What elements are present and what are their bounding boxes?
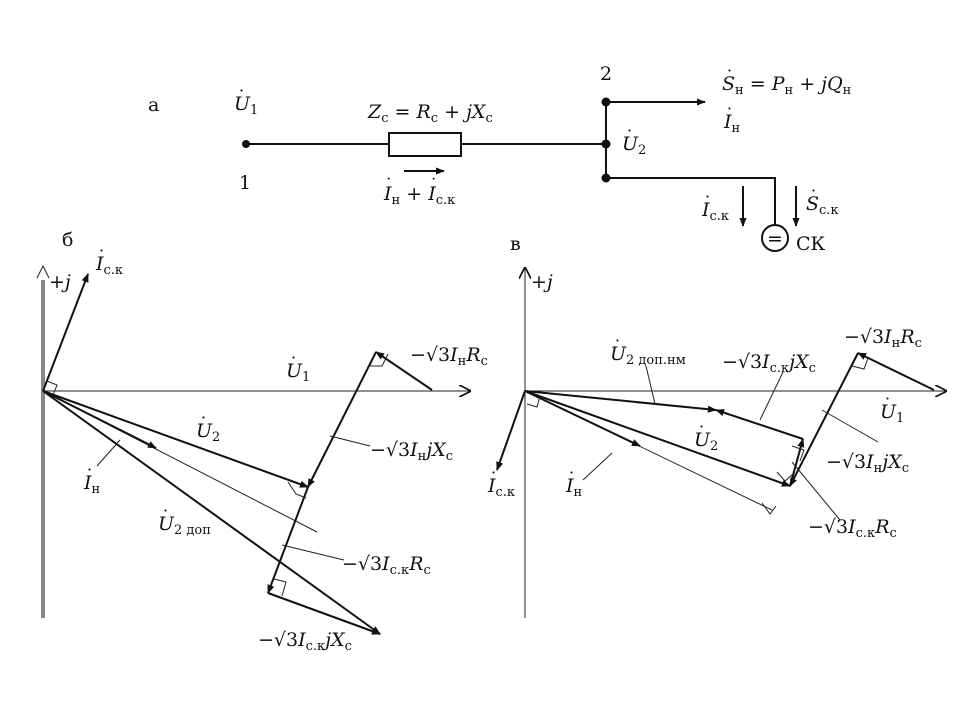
drop-x-load-v <box>789 352 859 487</box>
line-current-dot-a: · <box>386 171 391 188</box>
u2-label-v: ·U2 <box>694 417 718 454</box>
right-angle-top-v <box>851 357 869 370</box>
panel-label-v: в <box>510 233 521 255</box>
phasor-diagram-b: б +j ·Iс.к ·U1 −√3IнRс <box>36 229 488 654</box>
circuit-schematic: а = СК ·U1 1 Zс = Rс + jXс Iн + Iс.к <box>148 61 851 255</box>
leader-term-xc-v <box>759 371 784 421</box>
leader-term2-b <box>329 435 371 447</box>
right-angle-bottom-v <box>761 502 777 515</box>
right-angle-origin-v <box>526 395 541 408</box>
load-current-arrowhead-v <box>524 390 641 447</box>
u2-phasor-b <box>42 390 309 488</box>
compensator-symbol: = <box>767 228 783 250</box>
node2-number: 2 <box>600 63 612 85</box>
load-current-arrowhead-b <box>42 390 157 449</box>
term4-label-b: −√3Iс.кjXс <box>258 629 352 654</box>
right-angle-origin-b <box>46 380 58 396</box>
u2-label-b: ·U2 <box>196 408 220 445</box>
compensator-branch-wire <box>606 177 776 226</box>
load-power-label: ·Sн = Pн + jQн <box>722 61 851 98</box>
u2-dop-phasor-b <box>42 390 381 635</box>
term-xc-label-v: −√3Iс.кjXс <box>722 351 816 376</box>
impedance-resistor <box>388 132 462 157</box>
drop-r-comp-v <box>789 438 805 487</box>
u2-dop-nm-phasor-v <box>524 390 717 413</box>
leader-u2-dop-nm-v <box>645 365 656 405</box>
comp-current-phasor-b <box>42 273 89 392</box>
term-rc-label-v: −√3Iс.кRс <box>808 516 897 541</box>
right-angle-top-b <box>368 353 389 367</box>
comp-current-label: ·Iс.к <box>701 187 729 224</box>
load-current-label: ·Iн <box>723 99 740 136</box>
panel-label-b: б <box>62 229 73 251</box>
comp-current-label-b: ·Iс.к <box>95 241 123 278</box>
panel-label-a: а <box>148 94 159 116</box>
drop-x-comp-b <box>267 592 381 635</box>
drop-x-comp-v <box>715 409 804 440</box>
axis-label-v: +j <box>531 271 553 293</box>
line-current-label: Iн + Iс.к <box>383 183 455 208</box>
u1-label-b: ·U1 <box>286 348 310 385</box>
comp-current-phasor-v <box>496 390 526 471</box>
bus-dot-mid <box>601 139 611 149</box>
term-xn-label-v: −√3IнjXс <box>826 451 909 476</box>
load-current-label-v: ·Iн <box>565 463 582 500</box>
leader-load-current-v <box>582 452 613 481</box>
term1-label-b: −√3IнRс <box>410 344 488 369</box>
axis-label-b: +j <box>49 271 71 293</box>
line-current-dot-b: · <box>431 171 436 188</box>
term-rn-label-v: −√3IнRс <box>844 326 922 351</box>
leader-term-rc-v <box>791 461 841 521</box>
term3-label-b: −√3Iс.кRс <box>342 553 431 578</box>
node2-voltage-label: ·U2 <box>622 121 646 158</box>
drop-r-load-v <box>857 352 935 391</box>
compensator-name: СК <box>796 233 826 255</box>
right-angle-bottom-b <box>273 578 287 597</box>
right-angle-u2-v <box>776 471 794 482</box>
u2-dop-nm-label-v: ·U2 доп.нм <box>610 331 686 368</box>
node1-number: 1 <box>239 172 251 194</box>
axis-imag-arrowhead-b <box>36 264 50 279</box>
node-1-dot <box>242 140 250 148</box>
leader-term3-b <box>281 544 345 561</box>
drop-r-comp-b <box>267 486 309 594</box>
right-angle-mid-v <box>791 445 805 462</box>
comp-power-label: ·Sс.к <box>806 181 839 218</box>
impedance-label: Zс = Rс + jXс <box>367 101 493 126</box>
node1-voltage-label: ·U1 <box>234 81 258 118</box>
leader-term-xn-v <box>821 409 879 443</box>
drop-x-load-b <box>307 351 377 488</box>
leader-load-current-b <box>96 439 121 467</box>
term2-label-b: −√3IнjXс <box>370 439 453 464</box>
u2-phasor-v <box>524 390 791 487</box>
phasor-diagram-v: в +j ·U2 доп.нм −√3Iс.кjXс <box>487 233 946 618</box>
right-angle-u2-b <box>287 481 307 499</box>
u1-label-v: ·U1 <box>880 389 904 426</box>
u2-dop-label-b: ·U2 доп <box>158 501 211 538</box>
comp-current-label-v: ·Iс.к <box>487 463 515 500</box>
compensator-circle <box>761 224 789 252</box>
load-current-label-b: ·Iн <box>83 460 100 497</box>
